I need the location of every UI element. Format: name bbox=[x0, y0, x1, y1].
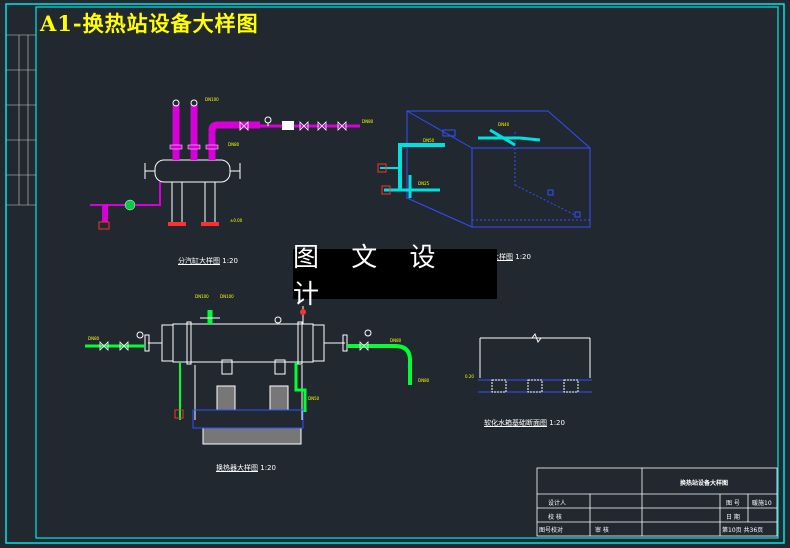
svg-text:0.20: 0.20 bbox=[465, 374, 474, 379]
svg-text:DN80: DN80 bbox=[418, 378, 430, 383]
tank-drawing bbox=[406, 110, 591, 228]
title-block-checker-label: 校 核 bbox=[548, 514, 562, 521]
section-caption: 软化水箱基础断面图 1:20 bbox=[484, 419, 565, 427]
svg-text:DN80: DN80 bbox=[390, 338, 402, 343]
inner-frame bbox=[35, 6, 779, 539]
distributor-drawing: DN100 DN80 DN80 ±0.00 bbox=[90, 97, 374, 230]
header-vessel bbox=[154, 159, 231, 183]
watermark-banner: 图 文 设 计 bbox=[293, 243, 497, 310]
svg-text:±0.00: ±0.00 bbox=[230, 218, 243, 223]
title-block-lines bbox=[536, 467, 778, 537]
svg-text:DN80: DN80 bbox=[228, 142, 240, 147]
svg-text:DN100: DN100 bbox=[220, 294, 234, 299]
exchanger-shell bbox=[172, 323, 314, 363]
title-block-drawing-no-value: 暖施10 bbox=[752, 500, 772, 507]
steam-riser-3 bbox=[208, 121, 260, 160]
exchanger-caption: 换热器大样图 1:20 bbox=[216, 464, 276, 472]
svg-text:DN80: DN80 bbox=[362, 119, 374, 124]
svg-text:DN50: DN50 bbox=[308, 396, 320, 401]
svg-text:DN25: DN25 bbox=[418, 181, 430, 186]
title-block-designer-label: 设计人 bbox=[548, 500, 567, 507]
svg-text:DN40: DN40 bbox=[498, 122, 510, 127]
title-block-reviewer-label-a: 图号校对 bbox=[539, 527, 564, 534]
exchanger-drawing: DN80 DN100 DN100 DN80 DN80 DN80 DN50 bbox=[85, 294, 430, 445]
svg-text:DN50: DN50 bbox=[423, 138, 435, 143]
drawing-title: A1-换热站设备大样图 bbox=[40, 11, 259, 36]
svg-text:DN80: DN80 bbox=[88, 336, 100, 341]
title-block-reviewer-label-b: 审 核 bbox=[595, 527, 609, 534]
distributor-caption: 分汽缸大样图 1:20 bbox=[178, 257, 238, 265]
tank-piping: DN50 DN40 DN25 bbox=[377, 122, 541, 198]
svg-text:DN100: DN100 bbox=[195, 294, 209, 299]
binding-strip bbox=[6, 34, 36, 206]
title-block-date-label: 日 期 bbox=[726, 514, 740, 521]
outer-frame bbox=[5, 3, 785, 544]
title-block-sheet-title: 换热站设备大样图 bbox=[680, 480, 729, 487]
title-block-sheet-count: 第10页 共36页 bbox=[722, 527, 764, 534]
title-block-drawing-no-label: 图 号 bbox=[726, 500, 740, 507]
section-drawing: 0.20 bbox=[465, 332, 592, 393]
svg-text:DN100: DN100 bbox=[205, 97, 219, 102]
